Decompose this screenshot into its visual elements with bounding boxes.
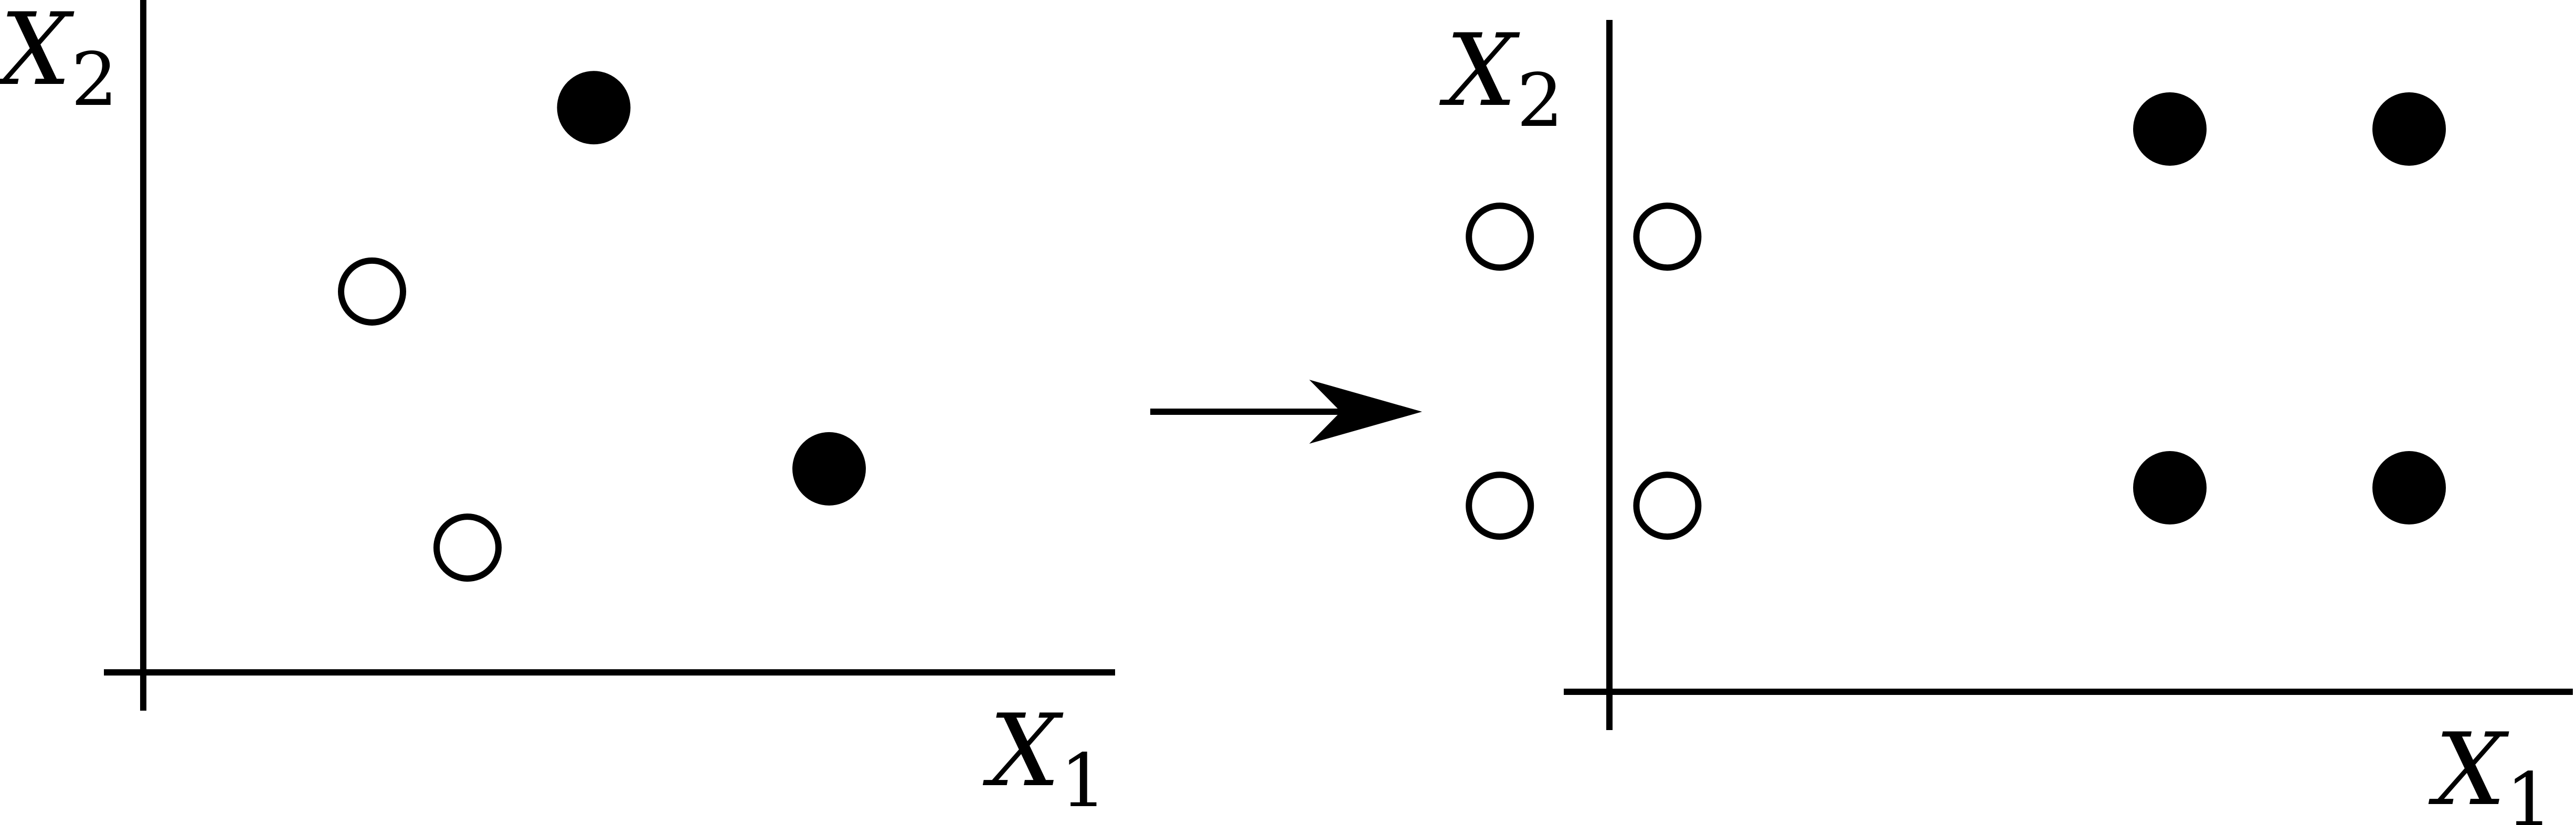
right-point-open-7 xyxy=(1466,472,1534,540)
left-y-axis-label: X2 xyxy=(0,0,118,123)
right-point-filled-3 xyxy=(2133,451,2207,524)
right-y-axis-label: X2 xyxy=(1439,13,1563,144)
right-point-open-5 xyxy=(1466,202,1534,271)
left-point-open-3 xyxy=(338,257,406,326)
right-points xyxy=(1466,92,2446,540)
left-point-filled-1 xyxy=(557,71,631,145)
transform-arrow xyxy=(1150,380,1422,444)
right-panel: X2 X1 xyxy=(1439,13,2573,825)
right-point-filled-1 xyxy=(2133,92,2207,166)
left-x-axis-label: X1 xyxy=(982,693,1107,824)
left-point-open-4 xyxy=(433,513,502,582)
left-point-filled-2 xyxy=(792,432,866,506)
right-point-open-8 xyxy=(1633,472,1702,540)
right-point-filled-4 xyxy=(2372,451,2446,524)
left-panel: X2 X1 xyxy=(0,0,1115,824)
arrow-head-icon xyxy=(1309,380,1422,444)
right-point-filled-2 xyxy=(2372,92,2446,166)
right-point-open-6 xyxy=(1633,202,1702,271)
right-x-axis-label: X1 xyxy=(2428,712,2552,825)
left-points xyxy=(338,71,866,582)
